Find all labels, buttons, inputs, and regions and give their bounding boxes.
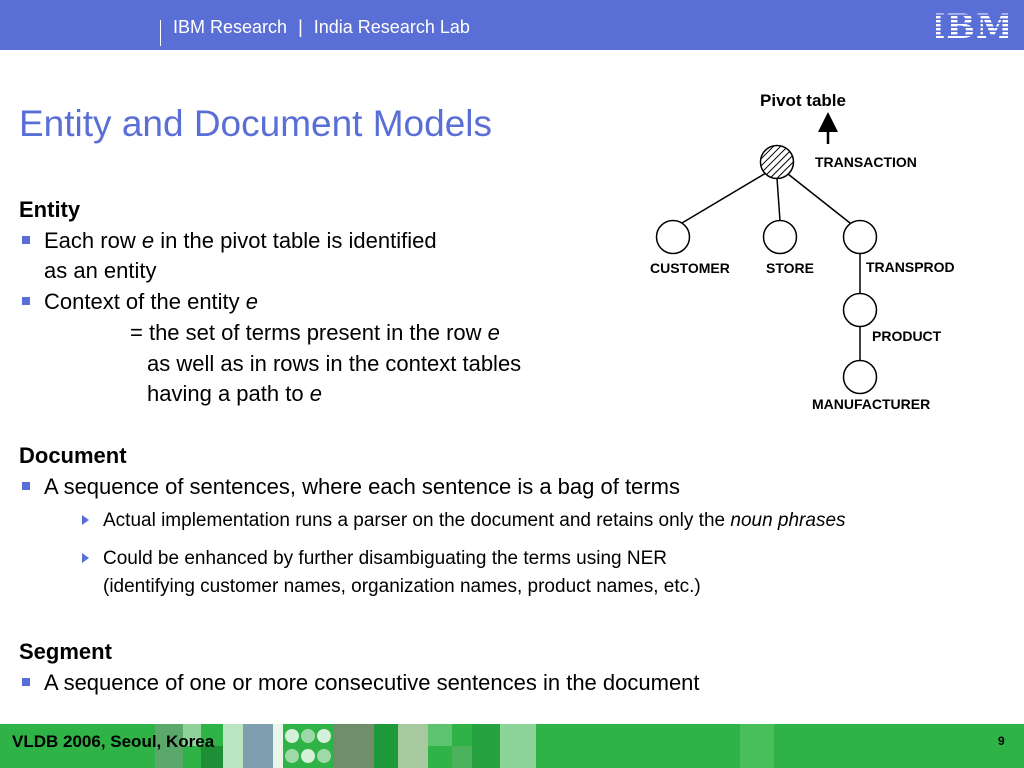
header-separator: | <box>298 17 303 37</box>
label-store: STORE <box>766 260 814 276</box>
text-run: Actual implementation runs a parser on t… <box>103 510 731 531</box>
document-heading: Document <box>19 443 127 468</box>
footer-decoration <box>155 724 774 768</box>
entity-def-line-1: = the set of terms present in the row e <box>130 320 500 346</box>
entity-def-line-2: as well as in rows in the context tables <box>147 351 522 376</box>
document-sub-2-line-1: Could be enhanced by further disambiguat… <box>103 548 667 569</box>
ibm-logo: IBM <box>936 8 1008 42</box>
text-run: = the set of terms present in the row <box>130 320 488 345</box>
document-sub-2-line-2: (identifying customer names, organizatio… <box>103 576 701 597</box>
segment-bullet-1: A sequence of one or more consecutive se… <box>44 670 700 695</box>
ibm-logo-text: IBM <box>936 8 1008 42</box>
entity-bullet-1: Each row e in the pivot table is identif… <box>44 228 437 254</box>
text-run: Context of the entity <box>44 289 246 314</box>
entity-bullet-2: Context of the entity e <box>44 289 258 315</box>
node-transprod <box>842 219 878 255</box>
header-org: IBM Research <box>173 17 288 37</box>
node-manufacturer <box>842 359 878 395</box>
sub-bullet-arrow <box>82 553 89 563</box>
header-text: IBM Research | India Research Lab <box>173 17 470 38</box>
text-run: Each row <box>44 228 142 253</box>
label-product: PRODUCT <box>872 328 942 344</box>
schema-diagram: Pivot table TRANSACTION CUSTOMER STORE T… <box>650 91 955 412</box>
text-run: in the pivot table is identified <box>154 228 437 253</box>
variable-e: e <box>245 289 259 314</box>
footer-bar: VLDB 2006, Seoul, Korea 9 <box>0 724 1024 768</box>
label-customer: CUSTOMER <box>650 260 730 276</box>
document-bullet-1: A sequence of sentences, where each sent… <box>44 474 680 499</box>
edge-transaction-store <box>776 177 781 222</box>
noun-phrases-emphasis: noun phrases <box>730 510 846 531</box>
variable-e: e <box>487 320 500 345</box>
entity-bullet-1-cont: as an entity <box>44 258 157 283</box>
node-transaction <box>759 144 795 180</box>
sub-bullet-arrow <box>82 515 89 525</box>
variable-e: e <box>309 381 322 406</box>
footer-conference: VLDB 2006, Seoul, Korea <box>12 732 215 751</box>
header-bar: IBM Research | India Research Lab IBM <box>0 0 1024 50</box>
page-title: Entity and Document Models <box>19 103 493 144</box>
bullet-square <box>22 482 30 490</box>
bullet-square <box>22 236 30 244</box>
variable-e: e <box>141 228 155 253</box>
label-manufacturer: MANUFACTURER <box>812 396 930 412</box>
entity-heading: Entity <box>19 197 81 222</box>
segment-heading: Segment <box>19 639 112 664</box>
label-transaction: TRANSACTION <box>815 154 917 170</box>
document-sub-1: Actual implementation runs a parser on t… <box>103 510 846 532</box>
edge-transaction-customer <box>681 172 767 224</box>
header-divider <box>160 20 161 46</box>
pivot-table-label: Pivot table <box>760 91 846 110</box>
bullet-square <box>22 297 30 305</box>
node-customer <box>655 219 691 255</box>
node-store <box>762 219 798 255</box>
label-transprod: TRANSPROD <box>866 259 955 275</box>
edge-transaction-transprod <box>787 173 851 224</box>
entity-def-line-3: having a path to e <box>147 381 322 407</box>
bullet-square <box>22 678 30 686</box>
header-lab: India Research Lab <box>313 17 470 37</box>
page-number: 9 <box>998 734 1005 748</box>
text-run: having a path to <box>147 381 310 406</box>
node-product <box>842 292 878 328</box>
